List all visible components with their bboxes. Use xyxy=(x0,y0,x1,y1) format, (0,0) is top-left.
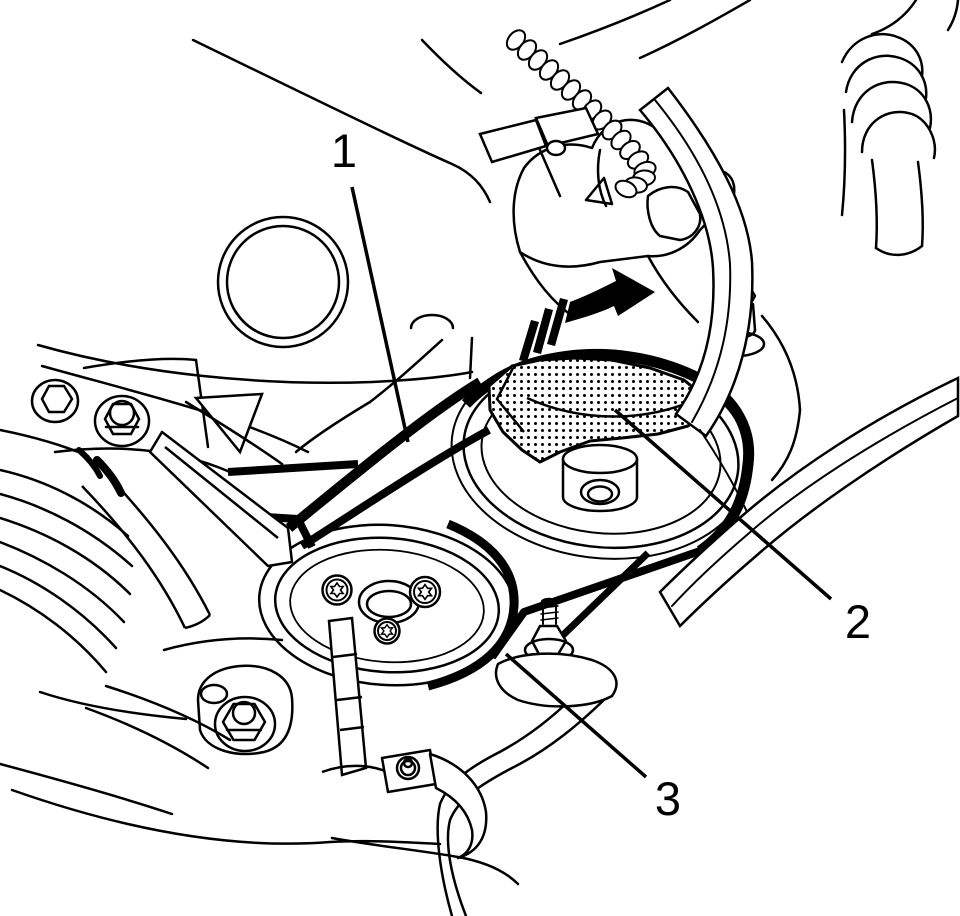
subframe-lines xyxy=(0,690,520,886)
engine-cover xyxy=(36,0,752,454)
pulley-hub xyxy=(561,443,639,513)
callout-3: 3 xyxy=(504,652,681,825)
fin-block xyxy=(0,428,134,674)
cover-bump xyxy=(409,313,455,330)
torx-screw xyxy=(321,574,442,645)
direction-arrow xyxy=(519,268,655,362)
callout-leader-3 xyxy=(504,652,648,779)
callout-2: 2 xyxy=(613,408,871,648)
flange-bolt-upper-left xyxy=(93,394,151,448)
left-bracket xyxy=(30,357,284,474)
belt-installation-tool xyxy=(487,356,705,464)
wiring-conduit xyxy=(478,29,657,199)
callout-leader-1 xyxy=(350,186,410,443)
callout-label-2: 2 xyxy=(845,595,871,648)
callout-1: 1 xyxy=(331,124,410,443)
bellows-hose xyxy=(840,0,960,257)
callouts: 1 2 3 xyxy=(331,124,871,825)
hose-clamp-bottom xyxy=(380,748,488,860)
callout-leader-2 xyxy=(613,408,833,601)
lower-pulley xyxy=(257,523,517,687)
connector-block xyxy=(478,106,600,164)
callout-label-1: 1 xyxy=(331,124,357,177)
pulley-front-bracket xyxy=(321,616,393,777)
cover-hole xyxy=(216,215,350,349)
flange-bolt-far-left xyxy=(30,378,80,424)
callout-label-3: 3 xyxy=(655,772,681,825)
mount-boss xyxy=(494,652,618,708)
lower-hardware xyxy=(0,597,618,886)
engine-mount-arm xyxy=(81,430,294,630)
arrow-speed-lines xyxy=(519,298,568,362)
flange-bolt-left xyxy=(196,664,294,756)
